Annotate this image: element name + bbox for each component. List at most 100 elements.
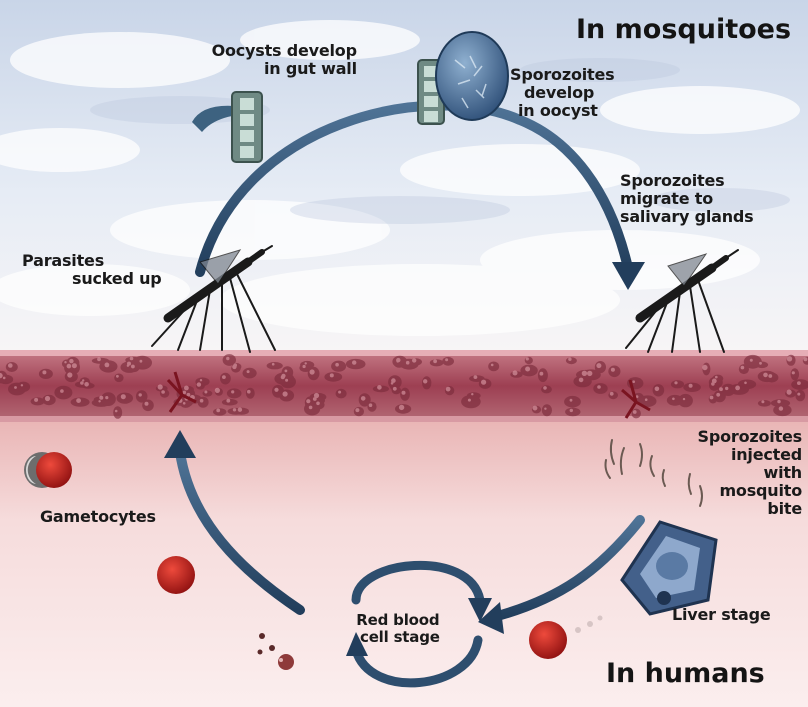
tissue-cell-highlight <box>64 361 66 363</box>
tissue-cell-highlight <box>361 396 366 401</box>
tissue-cell-highlight <box>611 368 615 372</box>
tissue-cell-highlight <box>759 362 762 365</box>
tissue-cell-highlight <box>393 387 397 391</box>
tissue-cell-highlight <box>570 399 573 402</box>
tissue-cell <box>564 396 581 408</box>
label-rbc-stage: Red blood cell stage <box>356 612 440 646</box>
tissue-cell-highlight <box>226 399 230 403</box>
tissue-cell-highlight <box>67 372 72 377</box>
tissue-cell-highlight <box>715 376 718 379</box>
tissue-cell-highlight <box>792 371 795 374</box>
tissue-cell <box>632 409 641 419</box>
tissue-cell-highlight <box>76 398 81 403</box>
tissue-cell-highlight <box>768 374 772 378</box>
tissue-cell-highlight <box>116 375 119 378</box>
tissue-cell-highlight <box>130 357 134 361</box>
tissue-cell-highlight <box>316 402 320 406</box>
tissue-cell-highlight <box>204 391 207 394</box>
tissue-cell-highlight <box>274 388 278 392</box>
tissue-cell-highlight <box>105 396 108 399</box>
tissue-cell-highlight <box>84 382 89 387</box>
tissue-cell <box>744 355 762 369</box>
label-line: Oocysts develop <box>196 42 357 60</box>
tissue-cell-highlight <box>779 406 783 410</box>
tissue-cell-highlight <box>131 365 135 369</box>
tissue-cell-highlight <box>716 393 720 397</box>
label-line: Sporozoites <box>510 66 614 84</box>
label-liver-stage: Liver stage <box>672 606 771 624</box>
label-line: Sporozoites <box>620 172 754 190</box>
tissue-cell <box>54 386 72 400</box>
tissue-cell-highlight <box>433 359 437 363</box>
label-line: mosquito <box>676 482 802 500</box>
tissue-cell <box>488 362 499 372</box>
tissue-cell <box>442 357 454 366</box>
tissue-cell-highlight <box>672 398 675 401</box>
tissue-cell-highlight <box>702 365 707 370</box>
tissue-cell-highlight <box>285 379 288 382</box>
tissue-cell-highlight <box>797 393 800 396</box>
tissue-cell-highlight <box>233 408 236 411</box>
tissue-cell-highlight <box>579 378 584 383</box>
tissue-cell-highlight <box>683 398 685 400</box>
tissue-cell-highlight <box>689 384 693 388</box>
tissue-cell-highlight <box>158 384 163 389</box>
tissue-cell-highlight <box>355 408 359 412</box>
tissue-cell-highlight <box>121 394 126 399</box>
tissue-cell <box>795 390 805 401</box>
label-line: sucked up <box>22 270 162 288</box>
label-sporozoites-migrate: Sporozoites migrate to salivary glands <box>620 172 754 226</box>
tissue-cell-highlight <box>412 358 416 362</box>
tissue-cell-highlight <box>238 408 242 412</box>
tissue-cell-highlight <box>725 387 728 390</box>
tissue-cell <box>203 390 213 396</box>
tissue-cell-highlight <box>787 390 792 395</box>
tissue-cell-highlight <box>222 375 226 379</box>
tissue-cell-highlight <box>396 358 400 362</box>
tissue-cell-highlight <box>406 361 410 365</box>
section-title-humans: In humans <box>606 658 765 689</box>
tissue-cell-highlight <box>544 408 546 410</box>
tissue-cell-highlight <box>761 400 764 403</box>
label-line: Sporozoites <box>676 428 802 446</box>
tissue-cell <box>227 388 242 398</box>
tissue-cell <box>791 368 800 380</box>
label-line: Parasites <box>22 252 162 270</box>
tissue-cell-highlight <box>674 381 677 384</box>
tissue-cell-highlight <box>313 397 317 401</box>
tissue-cell <box>39 369 53 379</box>
tissue-cell <box>400 388 410 401</box>
tissue-cell-highlight <box>445 358 448 361</box>
label-line: injected <box>676 446 802 464</box>
tissue-cell-highlight <box>305 362 307 364</box>
label-line: salivary glands <box>620 208 754 226</box>
tissue-cell-highlight <box>247 370 250 373</box>
tissue-cell-highlight <box>309 406 313 410</box>
tissue-cell-highlight <box>197 382 201 386</box>
tissue-cell-highlight <box>184 386 189 391</box>
tissue-cell-highlight <box>391 378 396 383</box>
tissue-cell-highlight <box>272 363 275 366</box>
tissue-cell <box>267 362 283 369</box>
tissue-cell-highlight <box>3 377 6 380</box>
tissue-cell-highlight <box>712 379 717 384</box>
label-sporozoites-injected: Sporozoites injected with mosquito bite <box>676 428 802 518</box>
tissue-cell-highlight <box>330 373 334 377</box>
tissue-cell-highlight <box>161 390 165 394</box>
tissue-cell-highlight <box>72 363 77 368</box>
tissue-cell-highlight <box>797 381 801 385</box>
label-line: in oocyst <box>510 102 614 120</box>
tissue-cell-highlight <box>34 398 38 402</box>
tissue-cell-highlight <box>216 409 220 413</box>
label-sporozoites-develop: Sporozoites develop in oocyst <box>510 66 614 120</box>
tissue-cell <box>758 400 771 407</box>
tissue-cell-highlight <box>105 363 110 368</box>
tissue-cell-highlight <box>69 359 73 363</box>
tissue-cell-highlight <box>633 410 637 414</box>
tissue-cell-highlight <box>597 385 601 389</box>
tissue-cell-highlight <box>14 386 17 389</box>
tissue-cell-highlight <box>570 409 573 412</box>
tissue-cell-highlight <box>200 399 204 403</box>
tissue-cell-highlight <box>587 371 592 376</box>
tissue-cell-highlight <box>610 392 614 396</box>
